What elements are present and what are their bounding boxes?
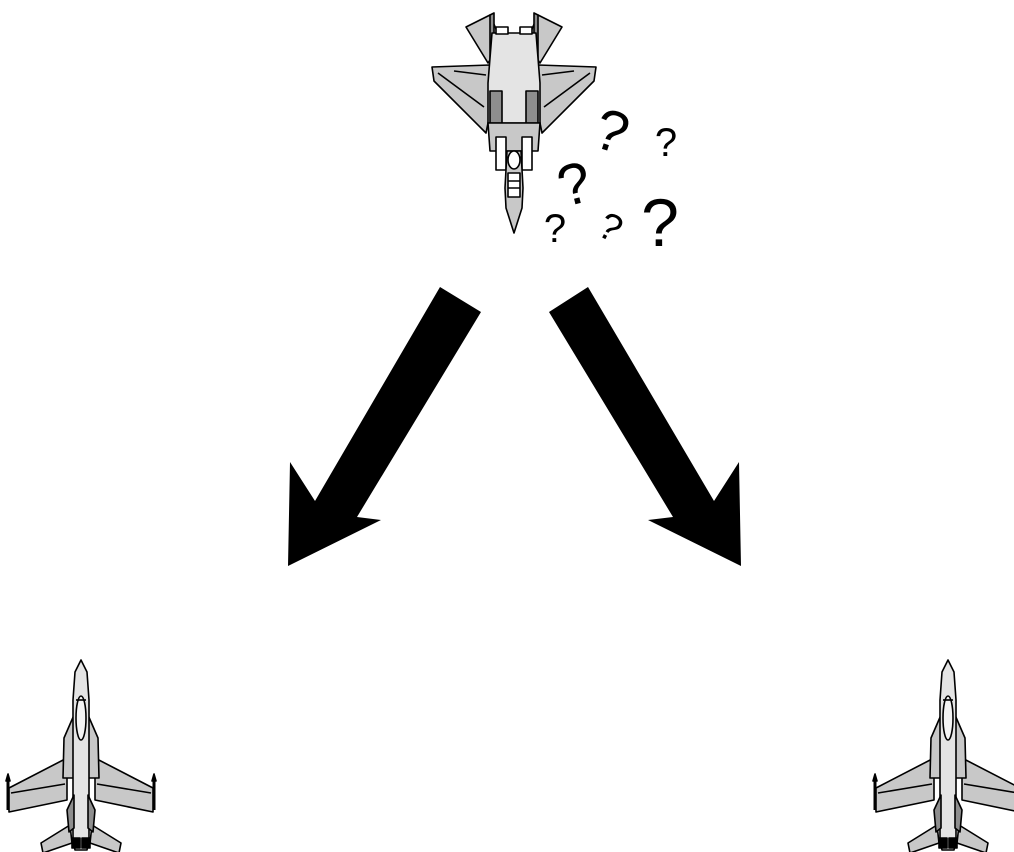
right-down-arrow [549, 287, 741, 566]
left-down-arrow [288, 287, 481, 566]
bottom-left-jet-fighter-icon [6, 660, 156, 852]
bottom-right-jet-fighter-icon [873, 660, 1014, 852]
question-mark-6: ? [641, 185, 679, 261]
question-mark-1: ? [586, 96, 637, 168]
question-mark-4: ? [544, 207, 566, 251]
question-mark-2: ? [655, 121, 677, 165]
